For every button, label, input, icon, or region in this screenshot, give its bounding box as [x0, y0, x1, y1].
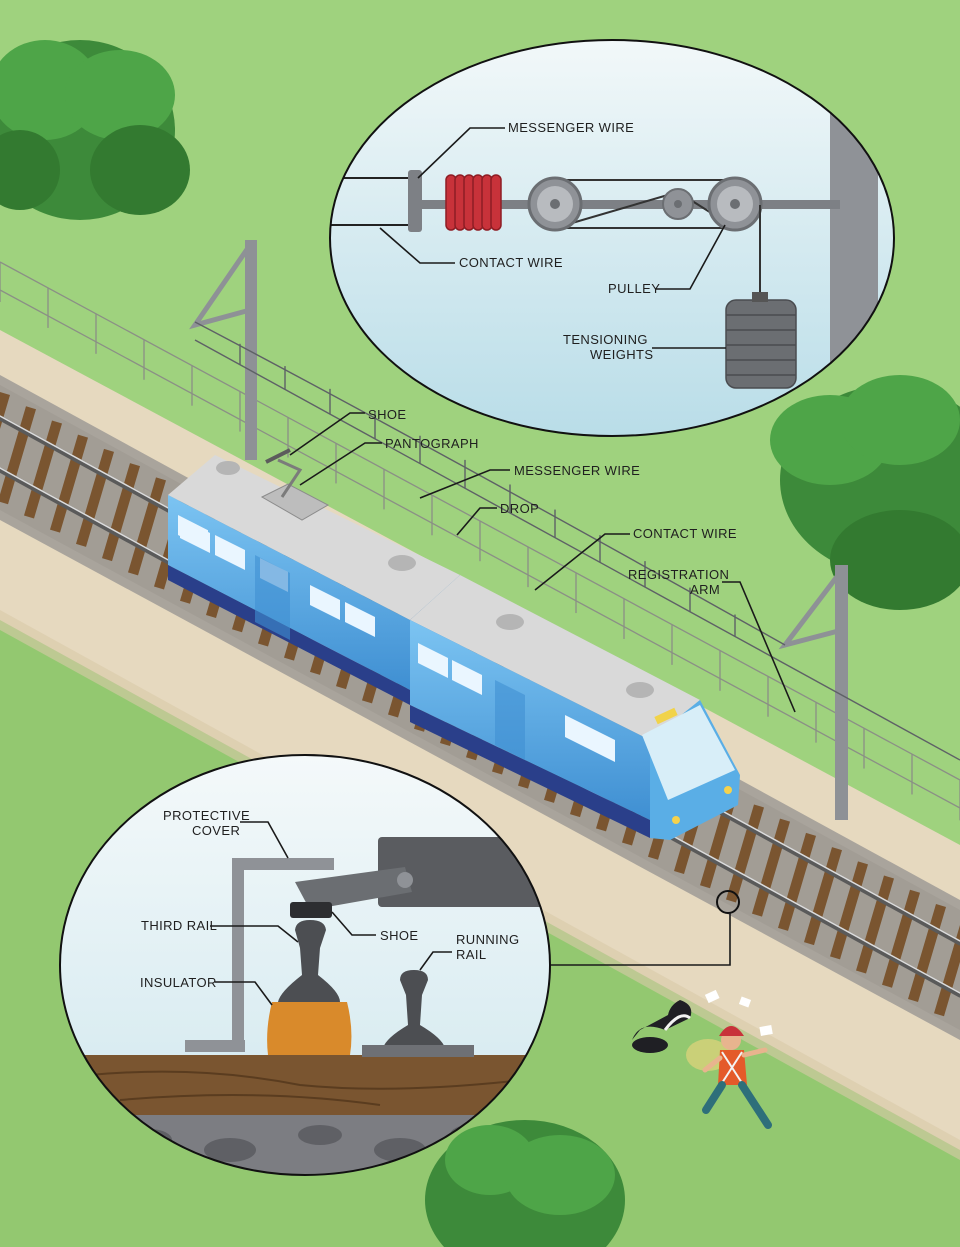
label-contact-wire: CONTACT WIRE [633, 526, 737, 541]
label-registration-arm-line1: REGISTRATION [628, 567, 729, 582]
label-protective-cover-line2: COVER [192, 823, 240, 838]
label-tensioning-weights-line1: TENSIONING [563, 332, 648, 347]
bush-top-left [0, 40, 190, 220]
label-messenger-wire: MESSENGER WIRE [514, 463, 640, 478]
label-drop: DROP [500, 501, 539, 516]
label-shoe-detail: SHOE [380, 928, 418, 943]
label-insulator: INSULATOR [140, 975, 217, 990]
label-pantograph: PANTOGRAPH [385, 436, 479, 451]
label-shoe-top: SHOE [368, 407, 406, 422]
label-protective-cover-line1: PROTECTIVE [163, 808, 250, 823]
third-rail-shoe [290, 902, 332, 918]
label-tensioning-weights-line2: WEIGHTS [590, 347, 653, 362]
label-running-rail-line1: RUNNING [456, 932, 519, 947]
label-third-rail: THIRD RAIL [141, 918, 217, 933]
label-contact-wire-detail: CONTACT WIRE [459, 255, 563, 270]
label-messenger-wire-detail: MESSENGER WIRE [508, 120, 634, 135]
label-running-rail-line2: RAIL [456, 947, 487, 962]
label-pulley: PULLEY [608, 281, 660, 296]
insulator-block [267, 1002, 351, 1055]
tensioning-weights-stack [726, 300, 796, 388]
red-spool [446, 175, 501, 230]
pulley-wheel-small [663, 189, 693, 219]
pulley-wheel-left [529, 178, 581, 230]
pulley-wheel-right [709, 178, 761, 230]
label-registration-arm-line2: ARM [690, 582, 720, 597]
